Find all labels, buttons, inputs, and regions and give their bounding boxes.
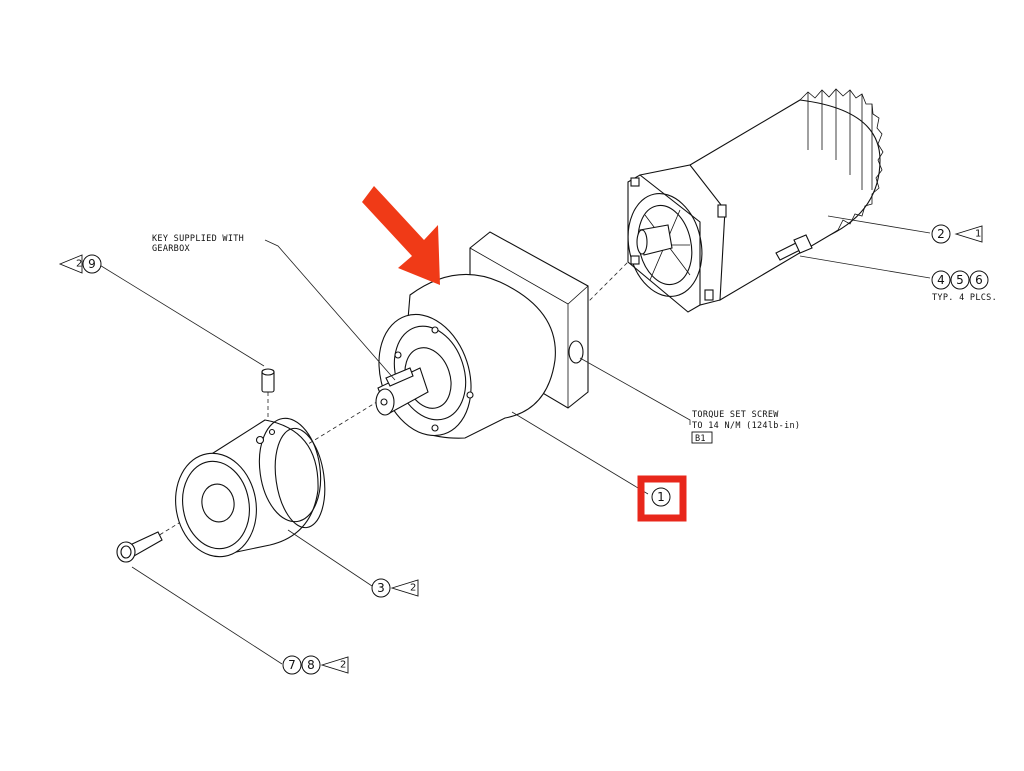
flag-part-3: 2 (410, 583, 416, 594)
pulley-bolt (116, 531, 163, 563)
balloon-part-3: 3 2 (371, 578, 419, 598)
note-key-supplied-line1: KEY SUPPLIED WITH (152, 234, 244, 244)
balloon-6-label: 6 (975, 273, 983, 287)
balloon-4-label: 4 (937, 273, 945, 287)
balloon-parts-7-8: 7 8 2 (282, 655, 349, 675)
note-torque-line1: TORQUE SET SCREW (692, 410, 779, 420)
callout-arrow-icon (362, 186, 440, 285)
balloon-part-1: 1 (637, 475, 687, 522)
note-torque-ref: B1 (695, 434, 706, 444)
balloon-5-label: 5 (956, 273, 964, 287)
motor-screw (775, 234, 813, 261)
balloon-3-label: 3 (377, 581, 385, 595)
leader-lines (97, 215, 931, 665)
balloon-9-label: 9 (88, 257, 96, 271)
note-key-supplied-line2: GEARBOX (152, 244, 191, 254)
balloon-2-label: 2 (937, 227, 945, 241)
balloon-7-label: 7 (288, 658, 296, 672)
flag-part-78: 2 (340, 660, 346, 671)
balloon-8-label: 8 (307, 658, 315, 672)
flag-part-2: 1 (975, 229, 981, 240)
highlight-box (637, 475, 687, 522)
flag-part-9: 2 (76, 259, 82, 270)
balloon-parts-4-5-6: 4 5 6 (931, 270, 989, 290)
balloon-1-label: 1 (657, 490, 665, 504)
balloon-part-2: 2 1 (931, 224, 983, 244)
note-torque-line2: TO 14 N/M (124lb-in) (692, 421, 800, 431)
set-screw (261, 368, 275, 393)
motor (627, 88, 884, 313)
pulley (175, 417, 326, 558)
balloon-part-9: 2 9 (58, 254, 102, 274)
note-typ-plcs: TYP. 4 PLCS. (932, 293, 997, 303)
gearbox (375, 231, 589, 439)
